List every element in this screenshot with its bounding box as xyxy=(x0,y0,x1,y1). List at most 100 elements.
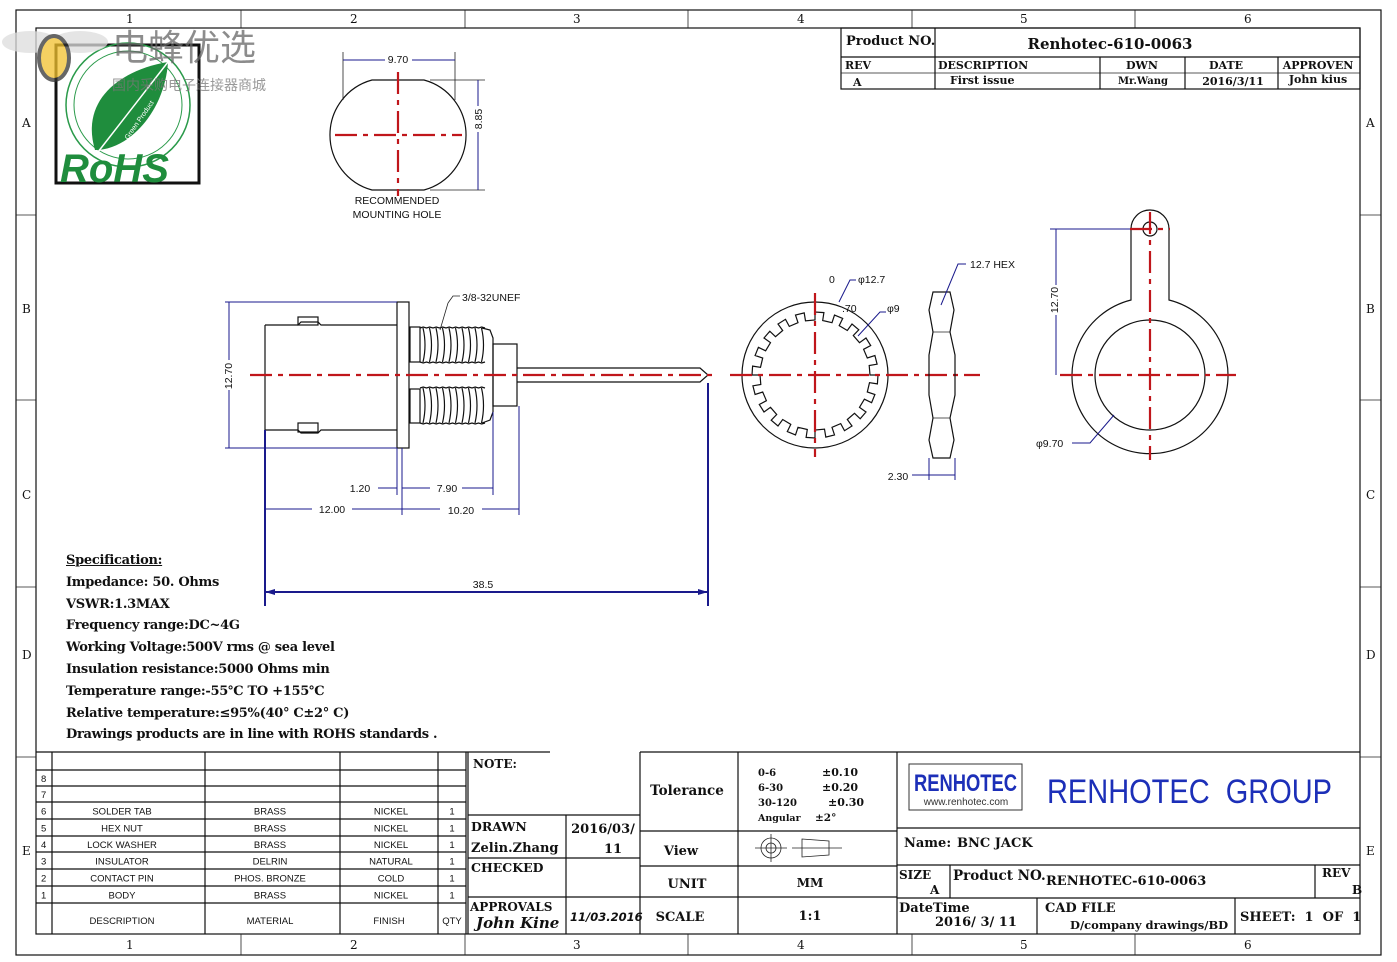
description-header: DESCRIPTION xyxy=(938,59,1028,72)
bom-cell-no: 7 xyxy=(41,790,46,801)
note-label: NOTE: xyxy=(473,757,517,771)
dwn-value: Mr.Wang xyxy=(1118,76,1168,87)
bom-header-finish: FINISH xyxy=(373,916,404,927)
row-label: D xyxy=(1366,648,1376,662)
watermark-tagline: 国内采购电子连接器商城 xyxy=(112,77,266,94)
bom-row: 8 xyxy=(41,774,46,785)
thread-callout: 3/8-32UNEF xyxy=(462,292,520,304)
tolerance-value: ±0.10 xyxy=(822,766,858,779)
company-name: RENHOTEC GROUP xyxy=(1047,773,1332,811)
drawn-by: Zelin.Zhang xyxy=(471,841,559,856)
col-label: 1 xyxy=(126,938,134,952)
washer-outer-dia: φ12.7 xyxy=(858,274,885,286)
row-label: C xyxy=(22,488,31,502)
bom-cell-finish: COLD xyxy=(378,874,405,885)
leaf-icon xyxy=(91,62,168,150)
sheet-number: SHEET: 1 OF 1 xyxy=(1240,910,1361,925)
scale-label: SCALE xyxy=(656,910,705,925)
tolerance-block: Tolerance 0-6 ±0.10 6-30 ±0.20 30-120 ±0… xyxy=(640,751,898,934)
bom-cell-material: BRASS xyxy=(254,891,286,902)
revision-block: Product NO. Renhotec-610-0063 REV DESCRI… xyxy=(840,27,1361,90)
bom-cell-qty: 1 xyxy=(449,857,454,868)
flange-thickness-dim: 1.20 xyxy=(350,483,371,495)
rev-value: A xyxy=(852,76,862,89)
approven-header: APPROVEN xyxy=(1282,59,1354,72)
bom-cell-desc: SOLDER TAB xyxy=(92,807,151,818)
bom-cell-material: BRASS xyxy=(254,807,286,818)
row-label: E xyxy=(1366,844,1375,858)
watermark: 电蜂优选 国内采购电子连接器商城 xyxy=(2,28,266,94)
hex-nut-size: 12.7 HEX xyxy=(970,259,1015,271)
date-header: DATE xyxy=(1209,59,1243,72)
solder-tab-inner-dia: φ9.70 xyxy=(1036,438,1063,450)
bom-cell-qty: 1 xyxy=(449,824,454,835)
grid-column-labels: 1 2 3 4 5 6 1 2 3 4 5 6 xyxy=(126,12,1252,952)
bom-cell-material: BRASS xyxy=(254,824,286,835)
tolerance-value: ±0.30 xyxy=(828,796,864,809)
approval-signature: John Kine xyxy=(473,914,559,932)
flange-height-dim: 12.70 xyxy=(223,363,235,389)
bee-icon xyxy=(37,34,71,82)
grid-ticks xyxy=(16,10,1381,955)
bayonet-lug xyxy=(297,316,319,326)
bom-cell-finish: NICKEL xyxy=(374,840,408,851)
bom-cell-finish: NATURAL xyxy=(369,857,413,868)
lock-washer-view: 0 φ12.7 .70 φ9 xyxy=(730,274,980,457)
mounting-height-dim: 8.85 xyxy=(473,109,485,130)
spec-line: Working Voltage:500V rms @ sea level xyxy=(66,640,335,656)
mounting-caption: MOUNTING HOLE xyxy=(353,209,442,221)
cad-file-label: CAD FILE xyxy=(1045,901,1116,916)
renhotec-logo: RENHOTEC www.renhotec.com xyxy=(908,763,1023,811)
spec-line: Insulation resistance:5000 Ohms min xyxy=(66,661,330,677)
spec-line: Impedance: 50. Ohms xyxy=(66,574,219,590)
spec-line: Drawings products are in line with ROHS … xyxy=(66,727,438,743)
tolerance-range: Angular xyxy=(757,813,802,824)
bom-cell-qty: 1 xyxy=(449,874,454,885)
body-length-dim: 12.00 xyxy=(319,504,345,516)
thread-profile xyxy=(419,326,486,425)
watermark-brand: 电蜂优选 xyxy=(112,28,256,69)
bom-cell-desc: HEX NUT xyxy=(101,824,143,835)
hex-nut-thickness: 2.30 xyxy=(888,471,909,483)
rohs-text: RoHS xyxy=(60,147,169,191)
spec-line: Frequency range:DC~4G xyxy=(66,618,240,634)
spec-line: Relative temperature:≤95%(40° C±2° C) xyxy=(66,705,350,721)
col-label: 4 xyxy=(797,938,805,952)
thread-length-dim: 7.90 xyxy=(437,483,458,495)
bom-cell-no: 3 xyxy=(41,857,46,868)
col-label: 6 xyxy=(1244,938,1252,952)
bom-header-description: DESCRIPTION xyxy=(90,916,155,927)
grid-row-labels: A B C D E A B C D E xyxy=(21,116,1376,858)
rev-label: REV xyxy=(1322,866,1351,880)
col-label: 5 xyxy=(1020,938,1028,952)
bom-cell-qty: 1 xyxy=(449,891,454,902)
washer-thickness: .70 xyxy=(842,303,857,315)
dwn-header: DWN xyxy=(1126,59,1158,72)
washer-label: 0 xyxy=(829,274,835,286)
tolerance-range: 0-6 xyxy=(758,768,776,779)
datetime-value: 2016/ 3/ 11 xyxy=(935,915,1017,930)
bom-cell-no: 2 xyxy=(41,874,46,885)
product-no-label: Product NO. xyxy=(953,868,1046,884)
bom-cell-material: DELRIN xyxy=(253,857,288,868)
bom-cell-qty: 1 xyxy=(449,840,454,851)
approvals-label: APPROVALS xyxy=(469,900,552,914)
name-label: Name: xyxy=(904,836,951,851)
mounting-width-dim: 9.70 xyxy=(388,54,409,66)
datetime-label: DateTime xyxy=(899,901,970,916)
row-label: A xyxy=(1365,116,1375,130)
title-block: RENHOTEC www.renhotec.com RENHOTEC GROUP… xyxy=(897,751,1362,934)
col-label: 2 xyxy=(350,12,358,26)
bom-cell-qty: 1 xyxy=(449,807,454,818)
unit-label: UNIT xyxy=(668,877,707,892)
bom-cell-material: PHOS. BRONZE xyxy=(234,874,306,885)
tolerance-label: Tolerance xyxy=(650,783,724,799)
col-label: 1 xyxy=(126,12,134,26)
view-label: View xyxy=(663,844,699,859)
